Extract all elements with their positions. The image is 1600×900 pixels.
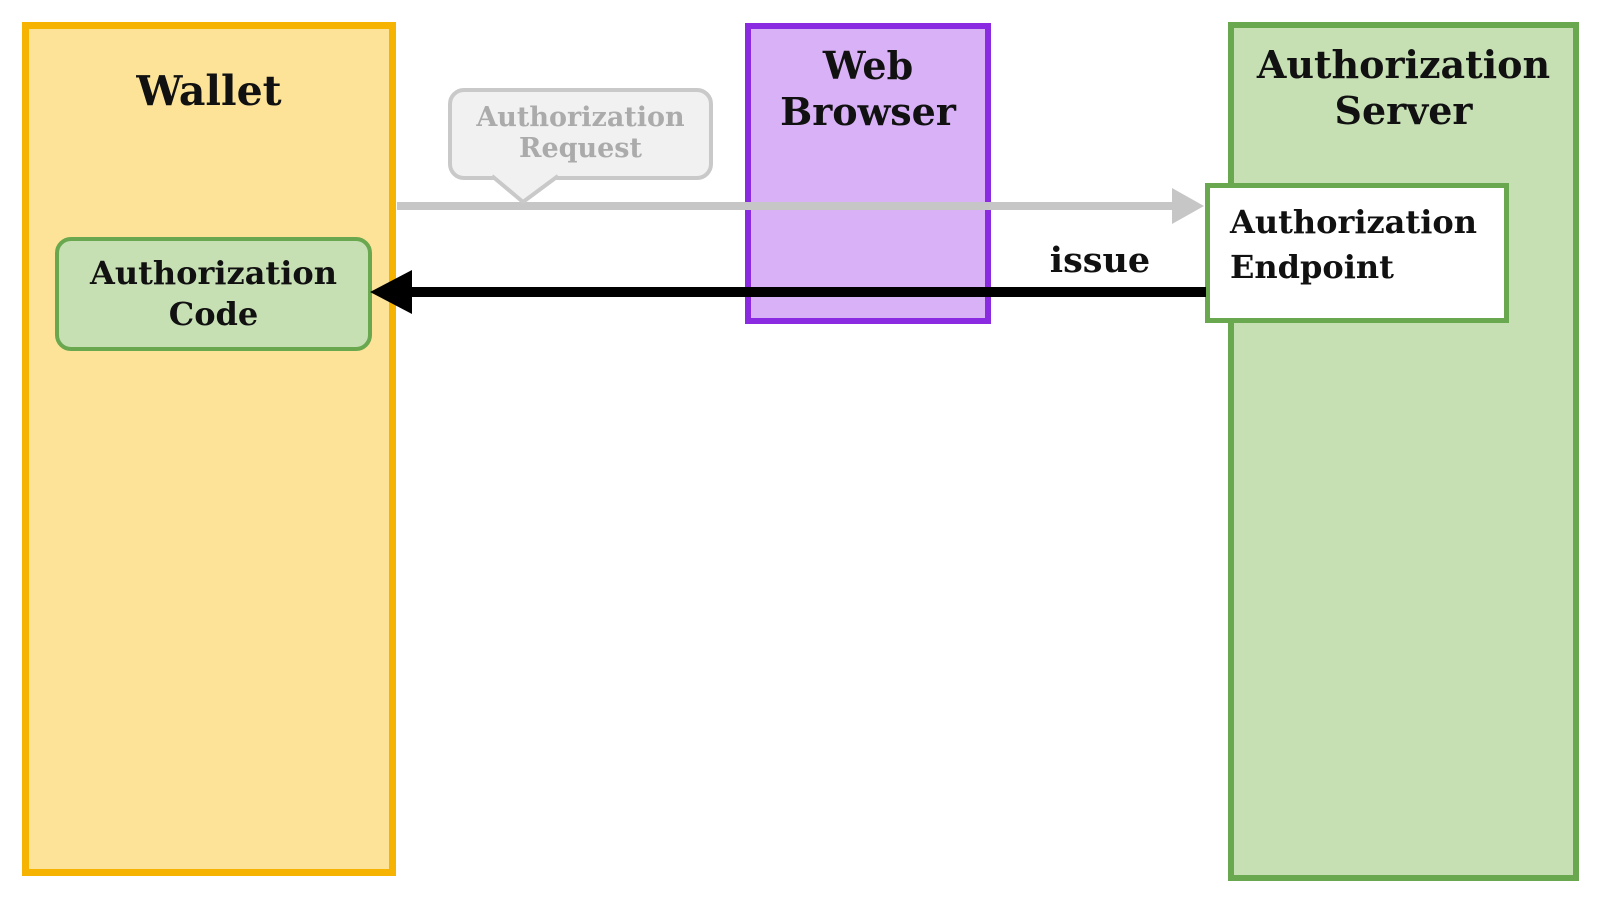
wallet-box: Wallet bbox=[22, 22, 396, 876]
web-browser-box: Web Browser bbox=[745, 23, 991, 324]
authorization-server-title: Authorization Server bbox=[1256, 42, 1551, 133]
authorization-endpoint-label: Authorization Endpoint bbox=[1230, 203, 1477, 287]
issue-label: issue bbox=[1049, 240, 1151, 281]
authorization-request-bubble: Authorization Request bbox=[448, 88, 713, 180]
authorization-code-label: Authorization Code bbox=[90, 254, 337, 333]
authorization-code-box: Authorization Code bbox=[55, 237, 372, 351]
authorization-server-box: Authorization Server bbox=[1228, 22, 1579, 881]
web-browser-title: Web Browser bbox=[780, 43, 956, 134]
authorization-request-arrowhead bbox=[1172, 188, 1204, 224]
wallet-title: Wallet bbox=[136, 67, 282, 115]
authorization-endpoint-box: Authorization Endpoint bbox=[1205, 183, 1509, 323]
authorization-request-label: Authorization Request bbox=[476, 102, 685, 165]
